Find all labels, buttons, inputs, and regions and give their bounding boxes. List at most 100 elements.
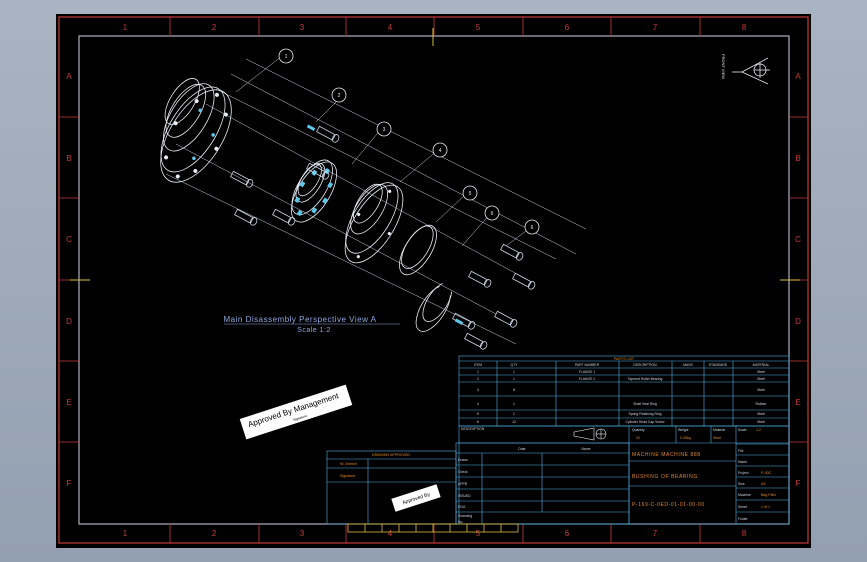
right-value: A3 — [761, 482, 765, 486]
balloon — [524, 219, 540, 235]
quantity-value: 02 — [636, 436, 640, 440]
revision-label: Drawn — [458, 458, 468, 462]
parts-cell-item: 4 — [477, 402, 479, 406]
drawing-sheet: 1 2 3 4 5 6 7 8 1 2 3 4 5 6 7 8 A B C D … — [58, 16, 809, 544]
parts-cell-material: Steel — [757, 377, 765, 381]
parts-header: DESCRIPTION — [633, 363, 657, 367]
revision-label: Check — [458, 470, 468, 474]
bushing-icon — [573, 427, 607, 441]
description-label: DESCRIPTION — [461, 427, 485, 431]
parts-cell-item: 2 — [477, 377, 479, 381]
right-label: Sheet — [738, 505, 747, 509]
column-label: 1 — [123, 23, 128, 32]
column-label: 7 — [653, 23, 658, 32]
row-label: F — [796, 479, 801, 488]
retaining-ring — [415, 283, 453, 332]
parts-cell-part: FLANGE 2 — [579, 377, 596, 381]
balloon-label: 2 — [338, 93, 341, 99]
material-label: Material — [713, 428, 725, 432]
row-label: A — [795, 72, 801, 81]
view-symbol-label: FRONT VIEW — [721, 54, 726, 79]
row-label: A — [66, 72, 72, 81]
balloon — [462, 185, 478, 201]
row-label: B — [66, 154, 71, 163]
right-label: Project — [738, 471, 749, 475]
parts-cell-material: Rubber — [755, 402, 767, 406]
right-value: 1 of 1 — [761, 505, 770, 509]
right-label: Machine — [738, 493, 751, 497]
balloons — [278, 48, 540, 235]
seal-ring — [399, 224, 437, 276]
balloon — [376, 121, 392, 137]
row-label: D — [795, 317, 801, 326]
column-label: 7 — [653, 529, 658, 538]
stamp-small: Signature — [293, 414, 308, 422]
right-label: Size — [738, 482, 745, 486]
right-value: P-00C — [761, 471, 772, 475]
balloon-label: 1 — [285, 54, 288, 60]
row-label: D — [66, 317, 72, 326]
balloon-label: 4 — [439, 148, 442, 154]
scale-value: 1:2 — [756, 428, 761, 432]
cap-screws — [230, 124, 536, 350]
revision-label: APPR — [458, 482, 468, 486]
parts-cell-desc: Shaft Seal Ring — [633, 402, 657, 406]
parts-cell-item: 3 — [477, 388, 479, 392]
column-label: 8 — [742, 23, 747, 32]
row-label: B — [795, 154, 800, 163]
column-label: 6 — [565, 23, 570, 32]
column-label: 4 — [388, 529, 393, 538]
parts-cell-material: Steel — [757, 370, 765, 374]
flange-1 — [160, 78, 232, 183]
column-label: 2 — [212, 23, 217, 32]
parts-cell-material: Steel — [757, 420, 765, 424]
column-label: 6 — [565, 529, 570, 538]
approval-small-stamp: Approved By — [390, 483, 442, 513]
drawing-number: P-169-C-0ED-01-01-00-00 — [632, 502, 705, 508]
cad-drawing-viewport[interactable]: 1 2 3 4 5 6 7 8 1 2 3 4 5 6 7 8 A B C D … — [56, 14, 811, 548]
machine-name: MACHINE MACHINE 888 — [632, 452, 701, 458]
part-name: BUSHING OF BEARING — [632, 474, 698, 480]
parts-header: PART NUMBER — [575, 363, 600, 367]
approval-title: DRAWING APPROVED — [372, 453, 410, 457]
approval-row1: W. Zelenel — [340, 462, 357, 466]
parts-cell-item: 1 — [477, 370, 479, 374]
parts-cell-desc: Cylinder Head Cap Screw — [625, 420, 665, 424]
parts-cell-material: Steel — [757, 412, 765, 416]
parts-cell-qty: 1 — [513, 370, 515, 374]
approval-stamp: Approved By Management Signature — [238, 383, 354, 441]
parts-cell-item: 6 — [477, 420, 479, 424]
row-label: C — [66, 235, 72, 244]
column-label: 3 — [300, 23, 305, 32]
parts-list-title: PARTS LIST — [614, 357, 635, 361]
exploded-assembly[interactable] — [133, 55, 587, 350]
right-label: Name — [738, 460, 747, 464]
weight-value: 0.05kg — [680, 436, 691, 440]
row-label: F — [67, 479, 72, 488]
column-label: 8 — [742, 529, 747, 538]
balloon — [331, 87, 347, 103]
revision-label: No. — [458, 520, 463, 524]
balloon — [432, 142, 448, 158]
balloon — [484, 205, 500, 221]
parts-header: MASS — [683, 363, 693, 367]
revision-block — [455, 442, 630, 525]
revision-label: ENG — [458, 505, 466, 509]
row-label: E — [66, 398, 71, 407]
weight-label: Weight — [678, 428, 689, 432]
parts-cell-qty: 1 — [513, 402, 515, 406]
parts-cell-qty: 1 — [513, 377, 515, 381]
revision-col-name: Name — [581, 447, 590, 451]
balloon-label: 3 — [383, 127, 386, 133]
balloon-label: 6 — [491, 211, 494, 217]
balloon-label: 6 — [531, 225, 534, 231]
row-label: E — [795, 398, 800, 407]
bearing — [291, 159, 337, 223]
row-label: C — [795, 235, 801, 244]
column-label: 4 — [388, 23, 393, 32]
view-symbol — [732, 57, 770, 85]
column-label: 2 — [212, 529, 217, 538]
parts-list — [458, 355, 790, 427]
right-value: Bag Filter — [761, 493, 777, 497]
revision-label: Scanning — [458, 514, 472, 518]
